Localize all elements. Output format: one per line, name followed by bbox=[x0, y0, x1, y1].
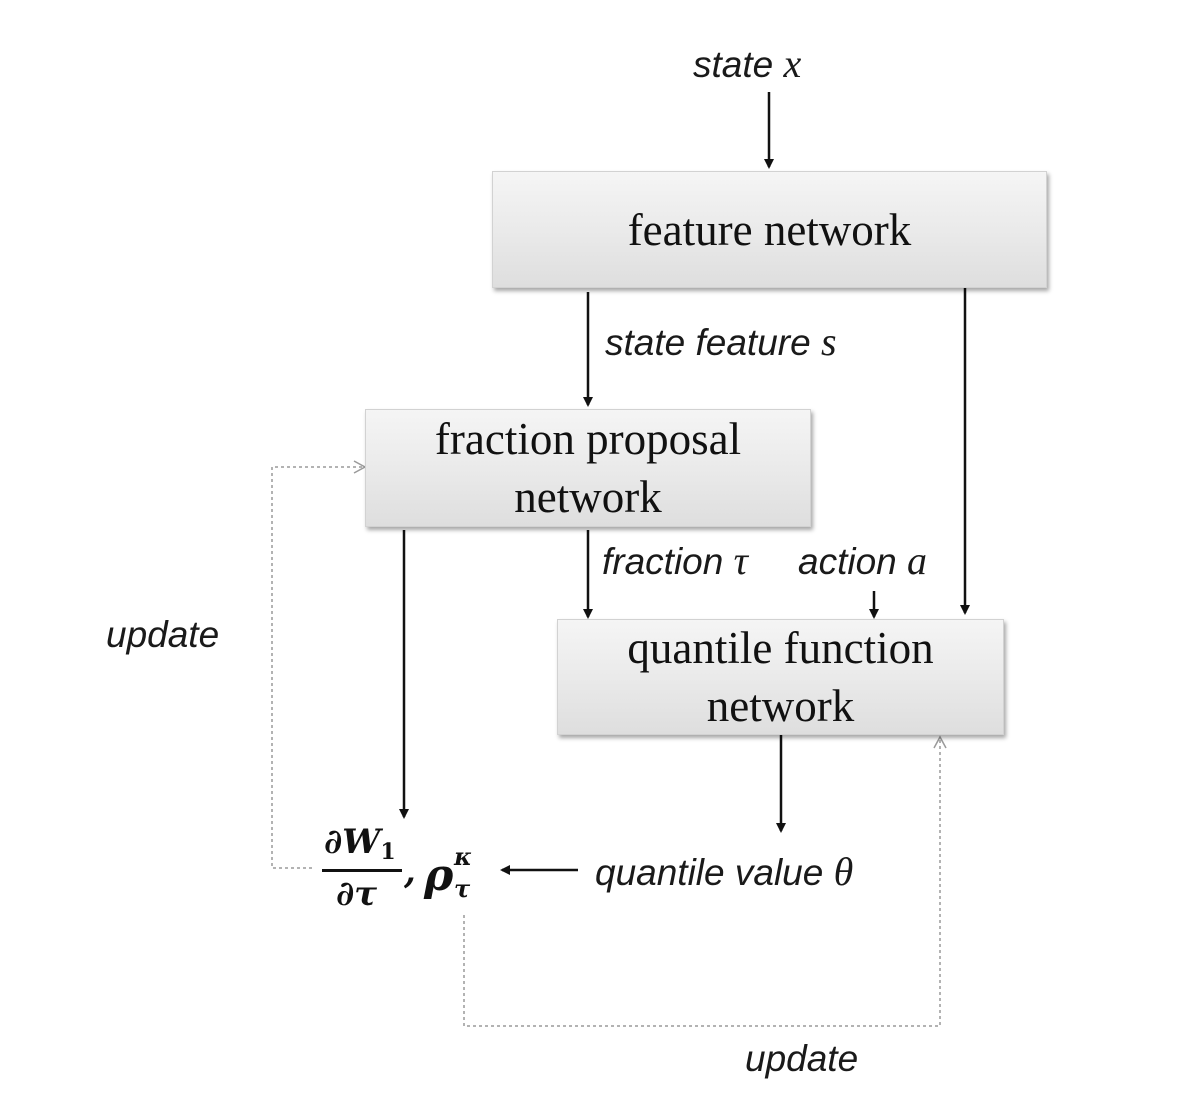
denominator-text: ∂τ bbox=[336, 874, 378, 914]
quantile-function-label-line2: network bbox=[706, 681, 855, 731]
derivative-numerator: ∂W1 bbox=[324, 822, 396, 865]
quantile-function-label-line1: quantile function bbox=[627, 623, 934, 673]
dashed-update-bottom-path bbox=[463, 735, 947, 1027]
action-a-var: a bbox=[907, 538, 928, 583]
feature-network-label: feature network bbox=[627, 204, 912, 255]
fraction-tau-label: fraction τ bbox=[602, 537, 748, 584]
quantile-value-theta-label: quantile value θ bbox=[595, 848, 853, 895]
update-left-label: update bbox=[106, 614, 220, 655]
feature-network-box: feature network bbox=[492, 171, 1047, 288]
quantile-value-var: θ bbox=[833, 849, 854, 894]
state-feature-text: state feature bbox=[605, 322, 811, 363]
action-a-label: action a bbox=[798, 537, 927, 584]
state-feature-var: s bbox=[820, 319, 837, 364]
fraction-bar bbox=[322, 869, 402, 872]
state-x-label: state x bbox=[693, 40, 801, 87]
quantile-function-network-box: quantile function network bbox=[557, 619, 1004, 735]
numerator-subscript: 1 bbox=[380, 839, 396, 865]
loss-expression: ∂W1 ∂τ , ρ κ τ bbox=[318, 822, 498, 922]
dashed-update-left-path bbox=[271, 460, 367, 869]
quantile-value-text: quantile value bbox=[595, 852, 824, 893]
rho-superscript: κ bbox=[454, 842, 472, 871]
state-x-text: state bbox=[693, 44, 774, 85]
update-bottom-label: update bbox=[745, 1038, 859, 1079]
numerator-text: ∂W bbox=[324, 822, 381, 862]
rho-symbol: ρ bbox=[424, 850, 454, 901]
fraction-proposal-label-line2: network bbox=[514, 472, 662, 522]
derivative-denominator: ∂τ bbox=[336, 874, 377, 914]
fraction-tau-var: τ bbox=[733, 538, 748, 583]
fraction-proposal-label-line1: fraction proposal bbox=[434, 414, 742, 464]
fraction-proposal-network-box: fraction proposal network bbox=[365, 409, 811, 527]
fraction-tau-text: fraction bbox=[602, 541, 724, 582]
action-a-text: action bbox=[798, 541, 897, 582]
state-feature-s-label: state feature s bbox=[605, 318, 837, 365]
rho-subscript: τ bbox=[454, 874, 471, 903]
loss-separator: , bbox=[404, 852, 416, 892]
state-x-var: x bbox=[783, 41, 802, 86]
